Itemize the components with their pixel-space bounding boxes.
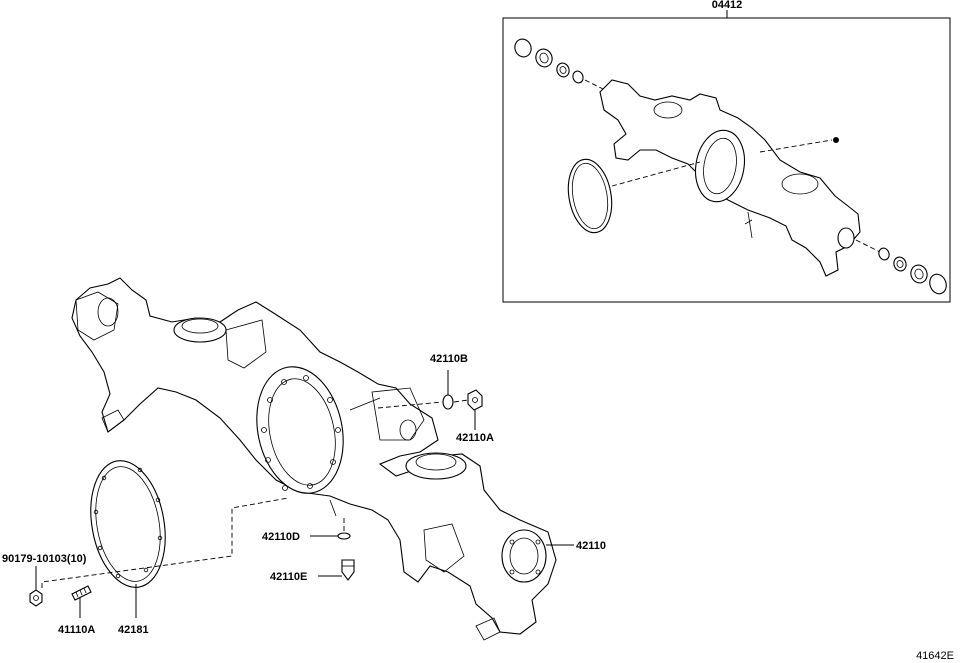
label-42110A[interactable]: 42110A [456,432,494,444]
label-42110E[interactable]: 42110E [270,571,307,583]
assembly-line [41,497,289,588]
label-41110A[interactable]: 41110A [58,624,95,636]
label-04412[interactable]: 04412 [712,0,743,11]
label-42110D[interactable]: 42110D [262,531,300,543]
plug-a-part [467,389,483,411]
kit-inset: 04412 [502,0,951,303]
nut-part [29,589,43,607]
gasket-d-part [337,532,351,540]
label-90179-10103[interactable]: 90179-10103(10) [2,553,87,565]
inset-left-seals [514,38,584,84]
stud-part [71,585,92,601]
axle-housing [71,277,557,641]
inset-right-seals [855,239,947,295]
inset-plug [833,137,839,143]
label-42110B[interactable]: 42110B [430,353,468,365]
flange-bolts [261,375,341,491]
label-42181[interactable]: 42181 [118,624,149,636]
inset-cover-gasket [567,158,613,234]
cover-gasket [90,460,166,588]
plug-e-part [341,559,355,581]
label-42110[interactable]: 42110 [576,540,606,552]
inset-axle-housing [599,79,861,277]
plug-b-part [442,394,454,410]
figure-id: 41642E [916,650,954,662]
